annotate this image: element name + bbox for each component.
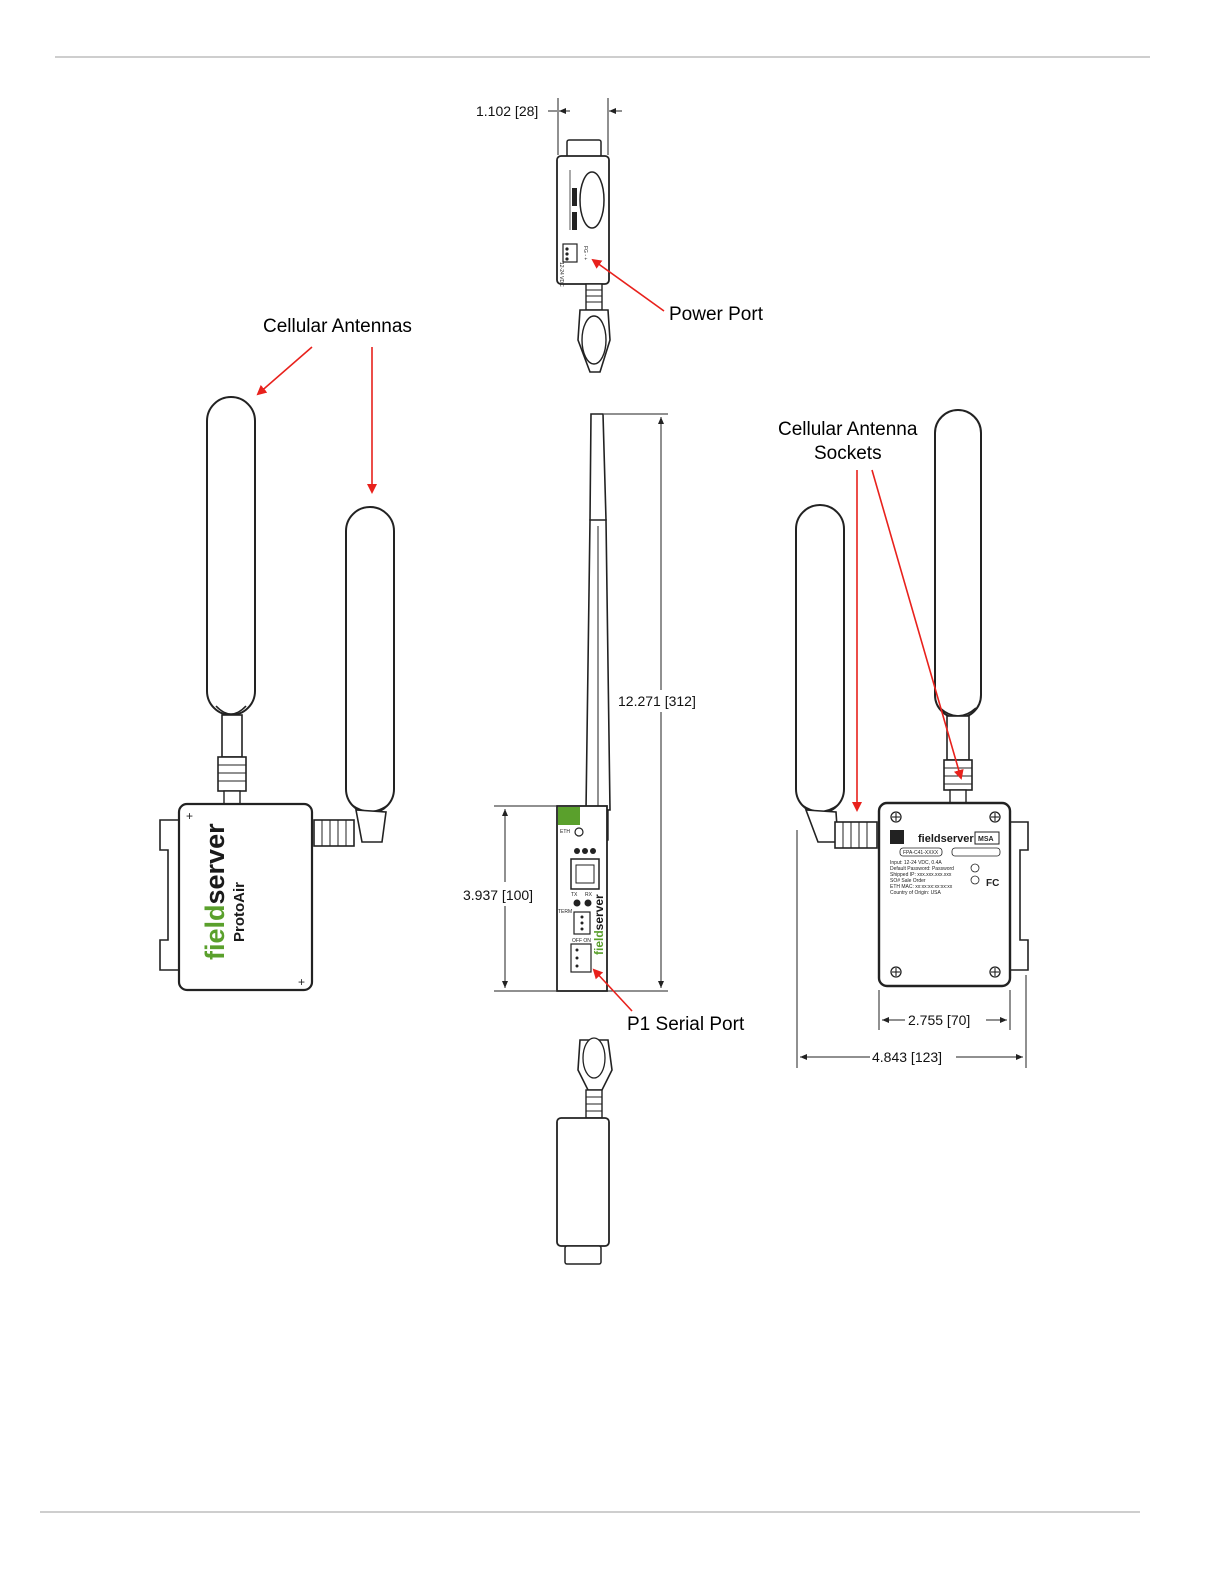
bottom-view-device [556, 1037, 613, 1265]
back-spec-line-0: Input: 12-24 VDC, 0.4A [890, 860, 942, 866]
svg-text:fieldserver: fieldserver [200, 823, 230, 960]
front-msa-logo [558, 807, 580, 825]
left-model-name: ProtoAir [231, 882, 248, 942]
back-spec-line-3: SO# Sale Order [890, 878, 926, 884]
dim-top-width: 1.102 [28] [476, 103, 538, 119]
front-eth-text: ETH [560, 829, 570, 835]
dim-overall-width: 4.843 [123] [872, 1049, 942, 1065]
back-qr-code [890, 830, 904, 844]
left-brand-field: field [200, 904, 230, 960]
top-view-device: 1.102 [28] 12-24 VDC FG - + [476, 98, 622, 373]
left-brand-server: server [200, 823, 230, 905]
front-brand-server: server [592, 894, 606, 930]
back-antenna-short [795, 504, 845, 814]
front-rx-text: RX [585, 892, 593, 898]
svg-text:fieldserver: fieldserver [592, 894, 606, 955]
antenna-short [345, 506, 395, 814]
dim-total-height: 12.271 [312] [618, 693, 696, 709]
back-model-code: FPA-C41-XXXX [903, 850, 939, 856]
back-spec-label: Input: 12-24 VDC, 0.4A Default Password:… [890, 860, 954, 896]
callout-power-port: Power Port [669, 304, 764, 325]
power-terminal-block [562, 243, 578, 263]
back-brand-server: server [941, 833, 975, 845]
front-p1-serial-port [570, 943, 592, 973]
callout-sockets-line2: Sockets [814, 443, 882, 464]
svg-text:+: + [186, 809, 193, 823]
front-antenna [589, 413, 607, 527]
dim-body-width: 2.755 [70] [908, 1012, 970, 1028]
top-fg-label: FG - + [582, 246, 588, 260]
front-tx-text: TX [571, 892, 578, 898]
left-device-body [177, 802, 314, 992]
back-spec-line-5: Country of Origin: USA [890, 890, 942, 896]
front-brand-field: field [592, 930, 606, 955]
arrow-p1-serial [592, 968, 633, 1012]
arrow-power-port [591, 258, 665, 312]
callout-cellular-antennas: Cellular Antennas [263, 316, 412, 337]
callout-sockets-line1: Cellular Antenna [778, 419, 918, 440]
back-msa-logo: MSA [978, 836, 994, 843]
antenna-tall [206, 396, 256, 716]
back-fcc-mark: FC [986, 878, 999, 889]
back-brand-field: field [918, 833, 941, 845]
callout-p1-serial-port: P1 Serial Port [627, 1014, 745, 1035]
front-offon-text: OFF ON [572, 938, 591, 944]
front-term-text: TERM [558, 909, 572, 915]
svg-text:fieldserver: fieldserver [918, 833, 974, 845]
arrow-antenna-tall [256, 346, 313, 396]
back-spec-line-1: Default Password: Password [890, 866, 954, 872]
front-device-view: ETH TX RX TERM OFF ON fieldserver 12.271… [463, 413, 696, 992]
left-device-view: + + fieldserver ProtoAir [159, 396, 395, 992]
back-device-view: fieldserver MSA FPA-C41-XXXX Input: 12-2… [795, 409, 1029, 1068]
arrow-socket-right [871, 469, 964, 780]
back-antenna-tall [934, 409, 982, 719]
back-spec-line-2: Shipped IP: xxx.xxx.xxx.xxx [890, 872, 952, 878]
dim-body-height: 3.937 [100] [463, 887, 533, 903]
top-voltage-label: 12-24 VDC [558, 262, 564, 287]
back-spec-line-4: ETH MAC: xx:xx:xx:xx:xx:xx [890, 884, 953, 890]
svg-text:+: + [298, 975, 305, 989]
